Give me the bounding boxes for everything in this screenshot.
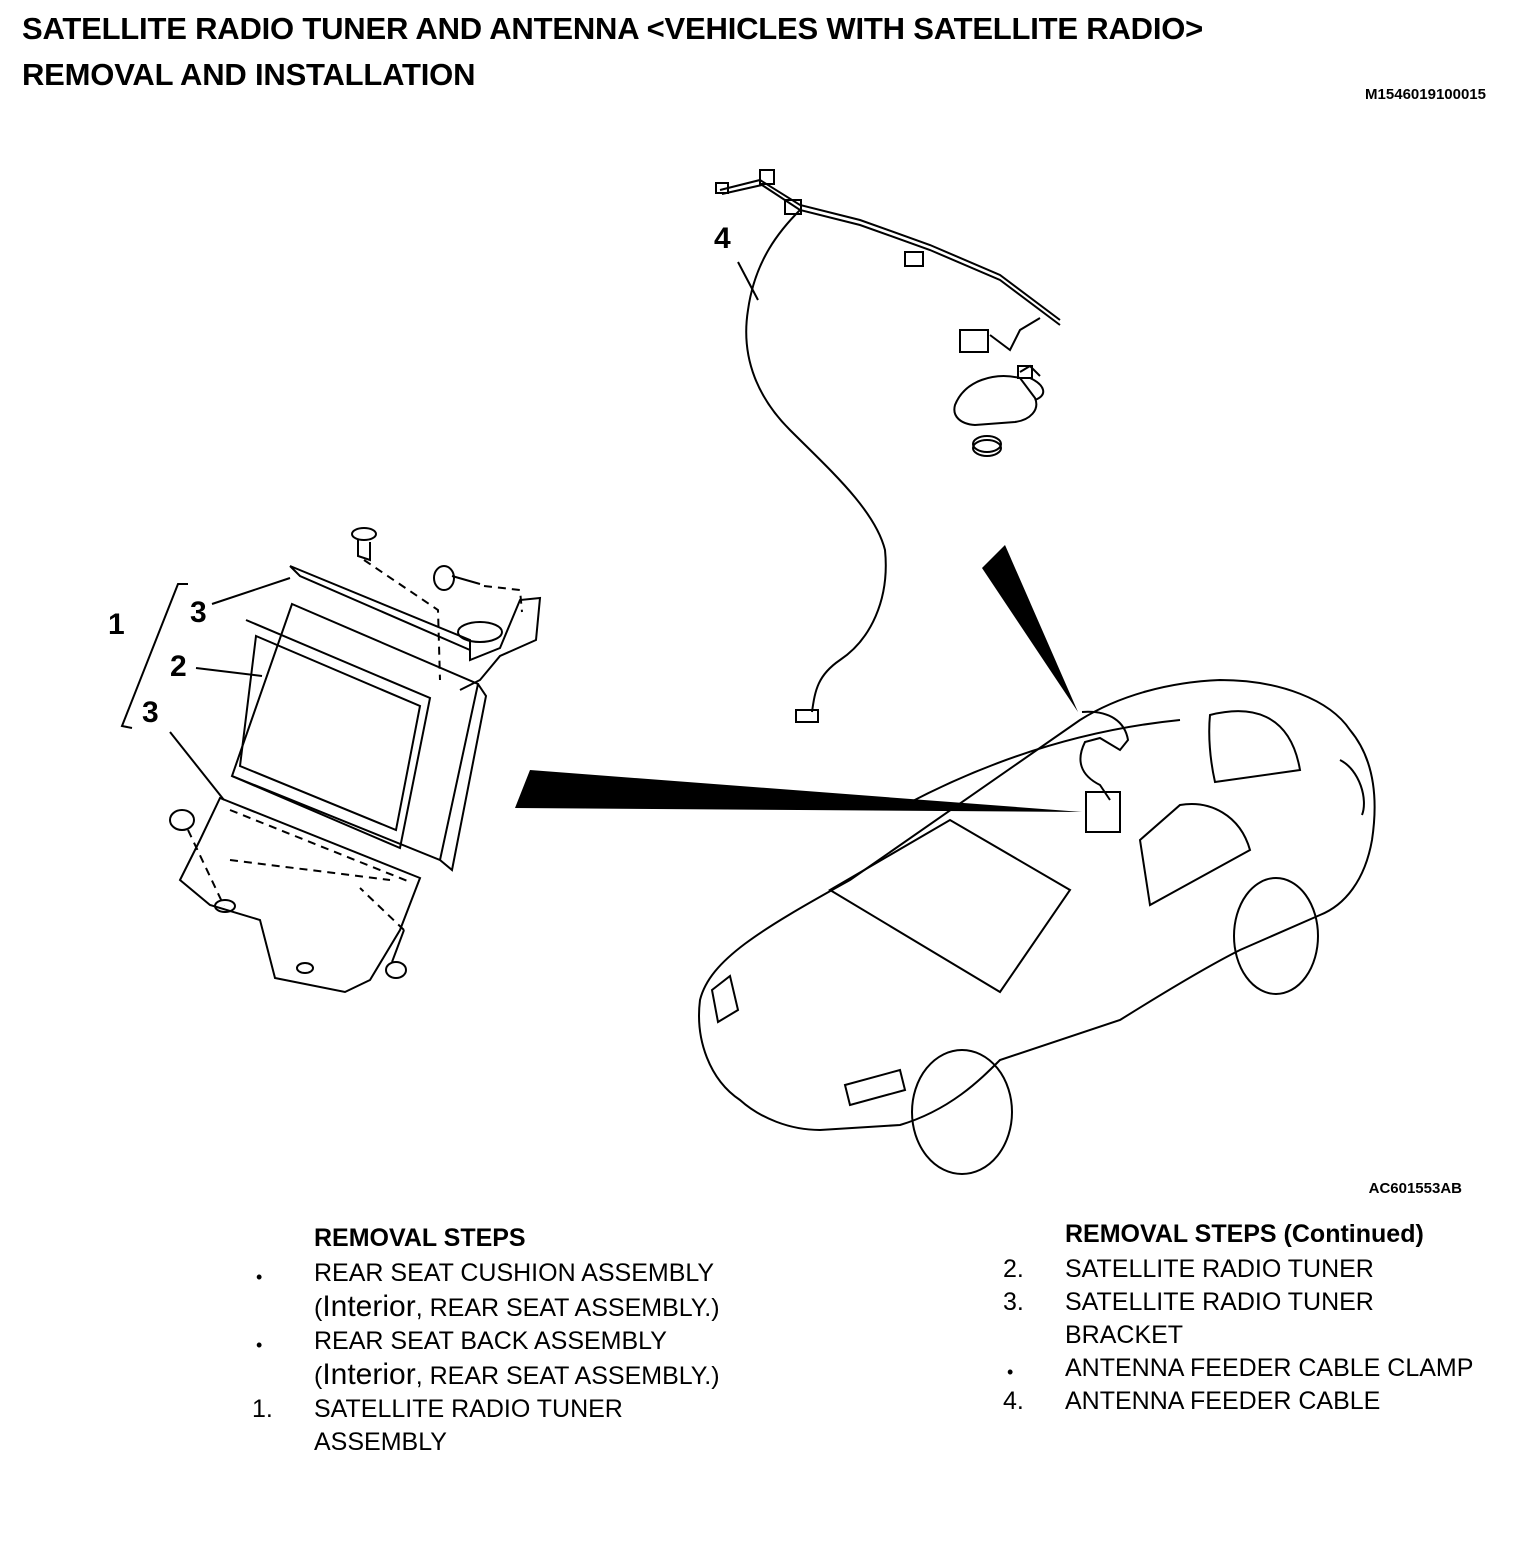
step-label-tail: , REAR SEAT ASSEMBLY.) — [415, 1362, 720, 1390]
step-label: SATELLITE RADIO TUNER BRACKET — [1065, 1288, 1374, 1349]
bolt-top — [351, 527, 377, 562]
list-item: 3. SATELLITE RADIO TUNER BRACKET — [1003, 1286, 1483, 1352]
bolt-upper-right — [433, 565, 523, 613]
list-item: 1. SATELLITE RADIO TUNER ASSEMBLY — [252, 1393, 732, 1459]
list-item: • ANTENNA FEEDER CABLE CLAMP — [1003, 1352, 1483, 1385]
removal-steps-continued-heading: REMOVAL STEPS (Continued) — [1065, 1220, 1424, 1248]
callout-2: 2 — [170, 650, 187, 683]
step-label: REAR SEAT BACK ASSEMBLY ( — [314, 1327, 667, 1390]
step-number: 2. — [1003, 1255, 1024, 1283]
bullet-icon: • — [1007, 1362, 1014, 1382]
exploded-diagram — [120, 169, 1376, 1175]
list-item: 2. SATELLITE RADIO TUNER — [1003, 1253, 1483, 1286]
antenna-feeder-cable — [715, 169, 1061, 723]
tuner-assembly — [120, 261, 759, 994]
callout-3-lower: 3 — [142, 696, 159, 729]
step-label: ANTENNA FEEDER CABLE CLAMP — [1065, 1354, 1474, 1382]
nut-lower-left — [169, 809, 225, 907]
interior-link[interactable]: Interior — [322, 1358, 416, 1391]
callout-4: 4 — [714, 222, 731, 255]
title-line-2: REMOVAL AND INSTALLATION — [22, 57, 476, 92]
list-item: 4. ANTENNA FEEDER CABLE — [1003, 1385, 1483, 1418]
callout-3-upper: 3 — [190, 596, 207, 629]
step-label: ANTENNA FEEDER CABLE — [1065, 1387, 1381, 1415]
interior-link[interactable]: Interior — [322, 1290, 416, 1323]
step-label-tail: , REAR SEAT ASSEMBLY.) — [415, 1294, 720, 1322]
removal-steps-heading: REMOVAL STEPS — [314, 1224, 526, 1252]
list-item: • REAR SEAT BACK ASSEMBLY (Interior, REA… — [252, 1325, 732, 1393]
bolt-lower-right — [359, 887, 407, 979]
document-id: M1546019100015 — [1365, 86, 1486, 103]
step-label: REAR SEAT CUSHION ASSEMBLY ( — [314, 1259, 714, 1322]
step-number: 3. — [1003, 1288, 1024, 1316]
removal-steps: REMOVAL STEPS • REAR SEAT CUSHION ASSEMB… — [252, 1222, 732, 1459]
bullet-icon: • — [256, 1267, 263, 1287]
antenna-body — [953, 375, 1038, 457]
removal-steps-continued: REMOVAL STEPS (Continued) 2. SATELLITE R… — [1003, 1218, 1483, 1418]
figure-id: AC601553AB — [1368, 1180, 1462, 1197]
step-label: SATELLITE RADIO TUNER ASSEMBLY — [314, 1395, 623, 1456]
step-label: SATELLITE RADIO TUNER — [1065, 1255, 1374, 1283]
callout-1: 1 — [108, 608, 125, 641]
page-title: SATELLITE RADIO TUNER AND ANTENNA <VEHIC… — [22, 6, 1203, 98]
title-line-1: SATELLITE RADIO TUNER AND ANTENNA <VEHIC… — [22, 11, 1204, 46]
bullet-icon: • — [256, 1335, 263, 1355]
step-number: 4. — [1003, 1387, 1024, 1415]
step-number: 1. — [252, 1395, 273, 1423]
list-item: • REAR SEAT CUSHION ASSEMBLY (Interior, … — [252, 1257, 732, 1325]
vehicle-outline — [698, 678, 1376, 1175]
